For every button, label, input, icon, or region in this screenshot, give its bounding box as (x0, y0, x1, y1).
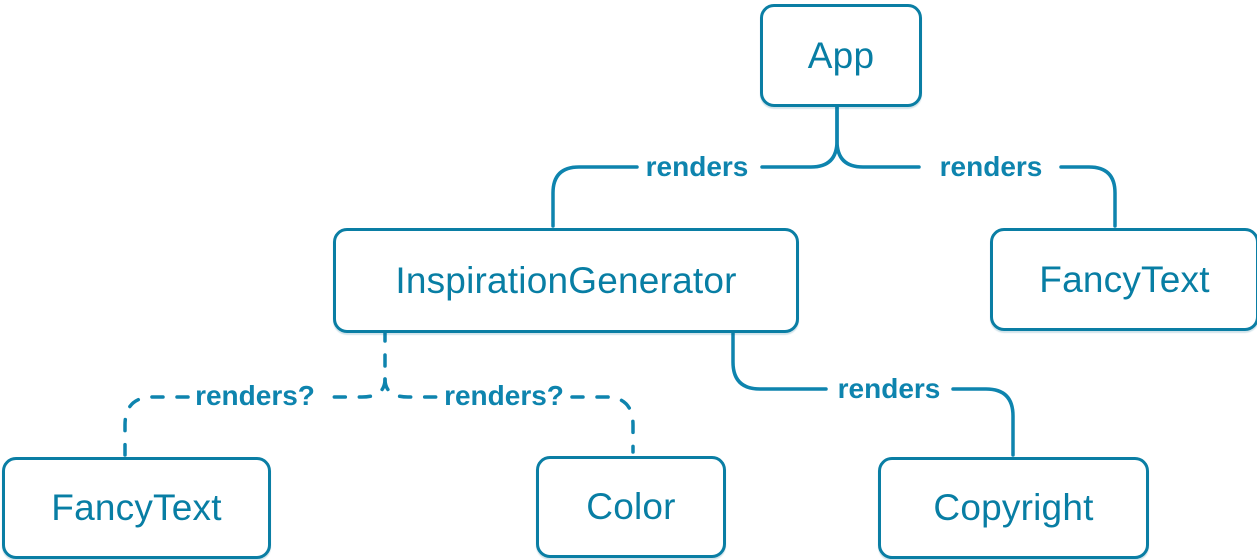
node-color-label: Color (586, 486, 676, 527)
node-app-label: App (807, 34, 875, 76)
node-color: Color (536, 456, 726, 558)
node-inspirationgenerator-label: InspirationGenerator (395, 259, 737, 301)
edge-label-renders-fancytext: renders (939, 151, 1043, 182)
edge-inspirationgenerator-to-copyright (731, 327, 1015, 457)
edge-app-to-fancytext (835, 102, 1117, 228)
edge-label-renders-copyright: renders (837, 373, 941, 404)
node-copyright-label: Copyright (933, 487, 1094, 528)
node-app: App (760, 4, 922, 107)
node-copyright: Copyright (878, 457, 1149, 559)
edge-inspirationgenerator-to-color-dashed (383, 377, 635, 454)
node-fancytext-top-label: FancyText (1039, 258, 1210, 300)
node-fancytext-bottom: FancyText (2, 457, 271, 559)
node-fancytext-bottom-label: FancyText (51, 487, 222, 528)
edge-label-renders-fancytext-conditional: renders? (195, 380, 315, 411)
edge-label-renders-inspirationgenerator: renders (645, 151, 749, 182)
node-inspirationgenerator: InspirationGenerator (333, 228, 799, 333)
node-fancytext-top: FancyText (990, 228, 1257, 331)
edge-label-renders-color-conditional: renders? (444, 380, 564, 411)
